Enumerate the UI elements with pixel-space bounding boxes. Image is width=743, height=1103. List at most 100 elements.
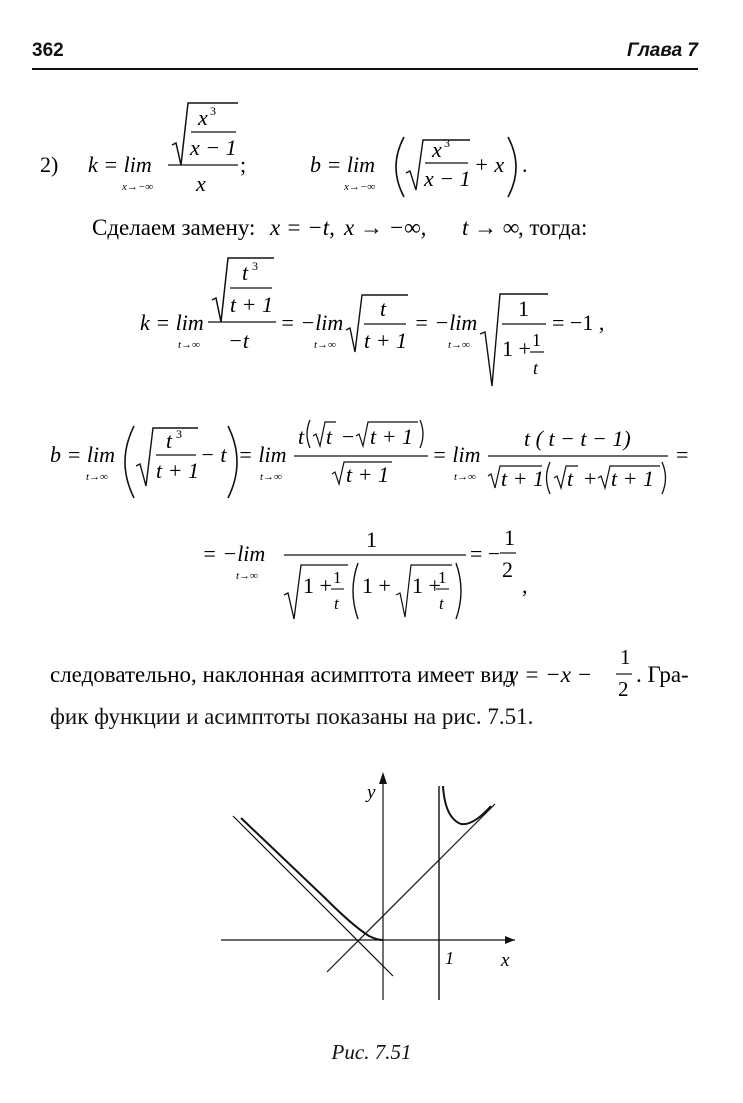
frac-denominator: 2 [618,677,629,700]
t-plus-1: t + 1 [370,424,413,449]
function-left-branch [240,817,384,941]
frac-numerator: 1 [620,645,631,669]
t-inside: t [326,424,333,449]
one: 1 [366,527,377,552]
item-number: 2) [40,152,58,177]
t-inside: t [567,466,574,491]
sqrt-sign [345,294,408,353]
one-plus: 1 + [303,573,332,598]
left-paren [306,419,311,449]
equation-1: 2) k = lim x→−∞ x 3 x − 1 x ; b = lim x→… [0,95,743,205]
t-plus-1: t + 1 [501,466,544,491]
t-plus-1: t + 1 [364,328,407,353]
sqrt-sign [487,465,542,489]
t-cubed: t [166,428,173,453]
sqrt-sign [553,465,578,491]
x-minus-1: x − 1 [189,135,237,160]
sqrt-sign [312,421,336,449]
asymptote-formula: y = −x − [506,662,592,687]
one-small: 1 [438,568,447,587]
k-lim: k = lim [88,152,152,177]
exponent: 3 [252,259,258,273]
sqrt-sign [283,564,348,620]
y-axis-arrow [379,772,387,784]
equals-end: = [676,442,688,467]
half-numerator: 1 [504,525,515,550]
x-axis-arrow [505,936,515,944]
plus-sign: + [584,466,596,491]
one-plus: 1 + [502,336,531,361]
k-lim: k = lim [140,310,204,335]
exponent: 3 [210,104,216,118]
minus-lim: = −lim [414,310,477,335]
left-paren [545,461,551,495]
conclusion-after: . Гра- [636,662,689,687]
sqrt-sign [479,293,548,387]
equation-2: k = lim t→∞ t 3 t + 1 −t = −lim t→∞ t t … [0,250,743,390]
eq-lim: = lim [238,442,286,467]
t-plus-1: t + 1 [230,292,273,317]
left-paren [352,562,359,620]
x-axis-label: x [500,950,510,971]
right-paren [227,425,238,499]
t-cubed: t [242,260,249,285]
minus-sign: − [342,424,354,449]
t-factor: t [298,424,305,449]
period: . [522,152,528,177]
substitution-1: x = −t, [269,215,335,240]
eq-lim: = lim [432,442,480,467]
sqrt-sign [355,421,418,449]
x-cubed: x [197,105,208,130]
sqrt-sign [405,139,470,191]
lim-subscript: t→∞ [448,339,470,351]
x-minus-1: x − 1 [423,166,471,191]
comma: , [522,573,528,598]
minus-lim: = −lim [280,310,343,335]
substitution-3: t → ∞ [462,215,519,240]
lim-subscript: t→∞ [178,339,200,351]
sqrt-sign [331,461,392,487]
half-denominator: 2 [502,557,513,582]
figure-7-51: y x 1 [215,768,535,1013]
denominator-minus-t: −t [228,328,250,353]
t-plus-1: t + 1 [611,466,654,491]
x-cubed: x [431,137,442,162]
b-lim: b = lim [50,442,115,467]
y-axis-label: y [365,782,376,803]
one-plus: 1 + [362,573,391,598]
page-number: 362 [32,40,64,61]
t-small: t [334,594,340,613]
one-small: 1 [333,568,342,587]
exponent: 3 [444,136,450,150]
right-paren [455,562,462,620]
result: = − [470,541,500,566]
t-plus-1: t + 1 [346,462,389,487]
lim-subscript: t→∞ [236,570,258,582]
lim-subscript: t→∞ [454,471,476,483]
lim-subscript: t→∞ [314,339,336,351]
denominator-x: x [195,171,206,196]
lim-subscript: x→−∞ [121,181,153,193]
minus-t: − t [200,442,227,467]
page-header: 362 Глава 7 [32,38,698,70]
right-paren [507,136,517,198]
lim-subscript: t→∞ [260,471,282,483]
one-small: 1 [532,330,541,350]
right-paren [419,419,424,449]
sqrt-sign [135,427,198,487]
exponent: 3 [176,427,182,441]
left-paren [124,425,135,499]
numerator-3: t ( t − t − 1) [524,426,631,451]
left-paren [395,136,405,198]
equation-3: b = lim t→∞ t 3 t + 1 − t = lim t→∞ t t … [0,408,743,508]
semicolon: ; [240,152,246,177]
asymptote-down [232,815,394,977]
t-numerator: t [380,296,387,321]
conclusion-text: следовательно, наклонная асимптота имеет… [50,662,515,687]
sqrt-sign [395,564,452,618]
sqrt-sign [597,465,660,491]
one-plus: 1 + [412,573,441,598]
figure-caption: Рис. 7.51 [331,1040,412,1064]
result: = −1 , [552,310,604,335]
function-right-branch [442,785,492,826]
